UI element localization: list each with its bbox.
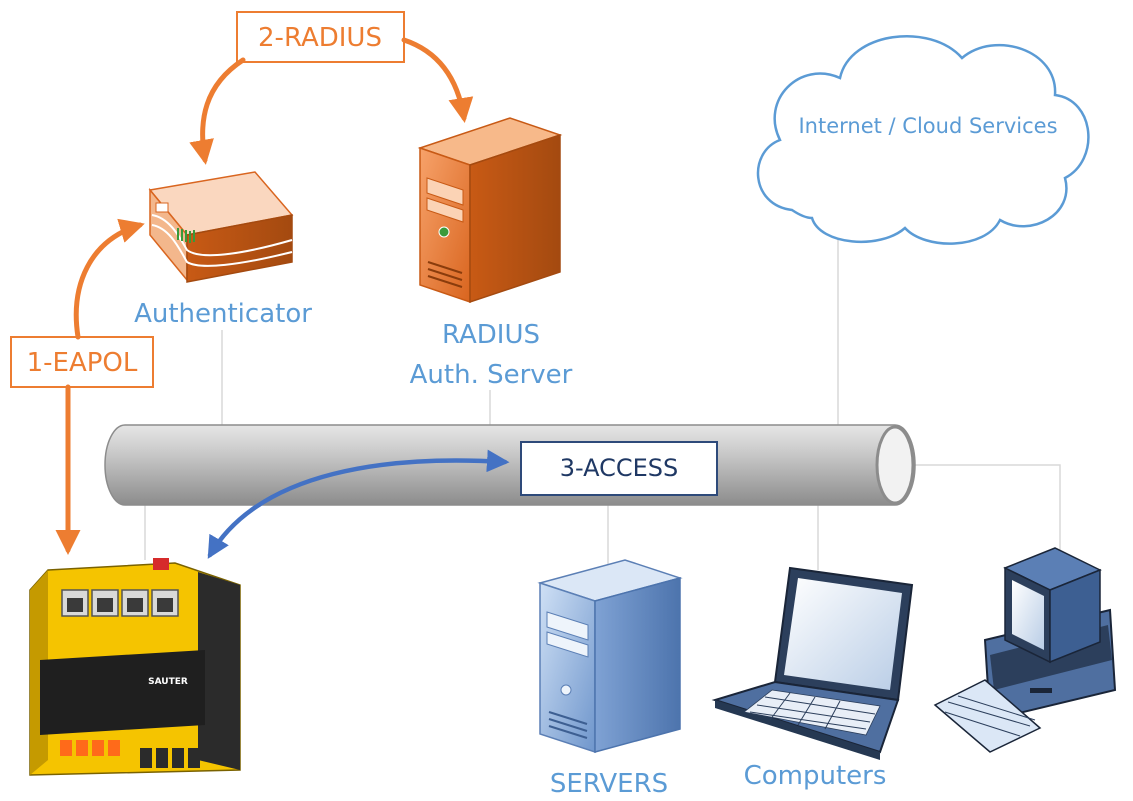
network-pipe — [104, 424, 916, 506]
desktop-computer-icon — [933, 547, 1117, 753]
radius-server-label-line2: Auth. Server — [410, 360, 573, 390]
controller-brand-text: SAUTER — [148, 677, 188, 687]
radius-arrow-to-server — [401, 37, 474, 123]
authenticator-label: Authenticator — [134, 299, 312, 329]
computers-label: Computers — [744, 761, 887, 791]
eapol-arrow-to-authenticator — [73, 218, 145, 340]
eapol-arrows — [55, 218, 145, 555]
tower-server-icon — [537, 559, 683, 754]
eapol-step-box — [10, 336, 154, 388]
radius-arrows — [189, 37, 474, 165]
cloud-label: Internet / Cloud Services — [798, 114, 1057, 138]
access-step-label: 3-ACCESS — [560, 454, 679, 482]
laptop-icon — [711, 566, 914, 760]
radius-arrow-to-authenticator — [189, 57, 246, 165]
connector-lines — [144, 235, 1061, 570]
eapol-step-label: 1-EAPOL — [27, 348, 138, 378]
radius-server-label-line1: RADIUS — [442, 320, 540, 350]
network-switch-icon — [148, 171, 294, 283]
access-step-box — [520, 441, 718, 496]
access-arrow — [207, 449, 510, 559]
radius-server-icon — [417, 117, 563, 304]
radius-step-label: 2-RADIUS — [258, 23, 382, 53]
cloud-icon — [756, 35, 1090, 245]
sauter-controller-icon: SAUTER — [29, 558, 241, 776]
servers-label: SERVERS — [550, 769, 668, 799]
radius-step-box — [236, 11, 405, 63]
